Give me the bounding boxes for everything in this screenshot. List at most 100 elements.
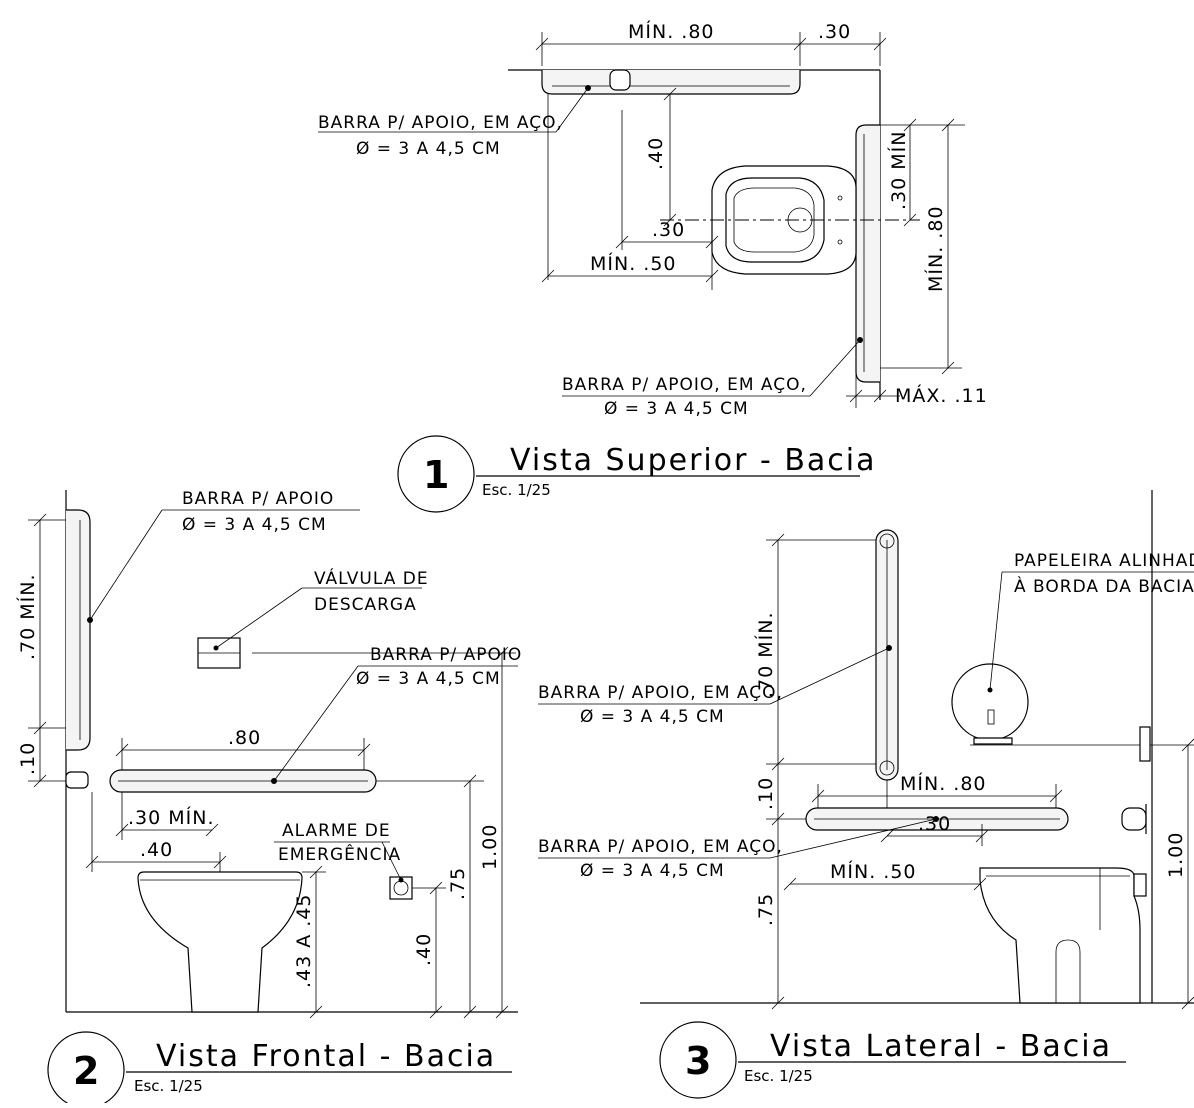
- view2-label1-line1: BARRA P/ APOIO: [182, 489, 334, 509]
- view2-flush-valve: [197, 637, 241, 669]
- view1-dim-max-11: MÁX. .11: [846, 372, 988, 408]
- view2-dim-text-9: 1.00: [479, 824, 501, 870]
- view1-number: 1: [423, 453, 449, 497]
- view2-toilet-front: [137, 871, 303, 1013]
- view2-label-grab-bar-horizontal: BARRA P/ APOIO Ø = 3 A 4,5 CM: [273, 645, 522, 782]
- view3-grab-bar-vertical: [875, 529, 899, 830]
- view3-title: Vista Lateral - Bacia: [770, 1029, 1112, 1064]
- view2-dim-text-5: .40: [140, 839, 173, 861]
- view1-dim-40: .40: [621, 87, 677, 250]
- view3-bar-end: [1121, 804, 1147, 834]
- view3-dim-text-3: MÍN. .80: [900, 772, 987, 795]
- view1-dim-min-50: MÍN. .50: [541, 230, 719, 290]
- view1-label2-line2: Ø = 3 A 4,5 CM: [604, 399, 749, 419]
- view1-label2-line1: BARRA P/ APOIO, EM AÇO,: [562, 375, 807, 395]
- view-2-front-view: .70 MÍN. .10 .80 .30 MÍN.: [16, 489, 522, 1108]
- view1-dim-text-7: MÍN. .80: [924, 205, 947, 292]
- view1-dim-30-mid: .30: [615, 219, 719, 249]
- view1-label-grab-bar-right: BARRA P/ APOIO, EM AÇO, Ø = 3 A 4,5 CM: [562, 339, 861, 419]
- view3-dim-100: 1.00: [1165, 738, 1194, 1010]
- view3-label3-line1: BARRA P/ APOIO, EM AÇO,: [538, 837, 783, 857]
- view3-title-block: 3 Vista Lateral - Bacia Esc. 1/25: [659, 1021, 1126, 1099]
- view1-label1-line2: Ø = 3 A 4,5 CM: [356, 139, 501, 159]
- view2-dim-text-4: .30 MÍN.: [128, 806, 215, 829]
- view2-dim-text-2: .10: [17, 742, 39, 775]
- view3-dim-75: .75: [755, 819, 785, 1010]
- view2-number-circle: [47, 1031, 125, 1108]
- view2-dim-30-min: .30 MÍN.: [115, 792, 219, 840]
- view3-dim-min-80: MÍN. .80: [811, 772, 1063, 808]
- view3-dim-10: .10: [755, 764, 806, 826]
- view1-label1-line1: BARRA P/ APOIO, EM AÇO,: [318, 113, 563, 133]
- view2-label-emergency-alarm: ALARME DE EMERGÊNCIA: [274, 821, 402, 881]
- view1-title-block: 1 Vista Superior - Bacia Esc. 1/25: [397, 435, 877, 513]
- view1-dim-text-6: .30 MÍN: [887, 131, 910, 210]
- view1-dim-min-80: MÍN. .80: [535, 20, 807, 66]
- view2-dim-80: .80: [115, 727, 371, 770]
- view1-scale: Esc. 1/25: [482, 481, 551, 499]
- view-3-side-view: .70 MÍN. .10 MÍN. .80 .30 MÍN.: [538, 490, 1194, 1099]
- view3-dim-text-1: .70 MÍN.: [754, 611, 777, 698]
- view3-label-grab-bar-vertical: BARRA P/ APOIO, EM AÇO, Ø = 3 A 4,5 CM: [538, 647, 890, 727]
- view2-title: Vista Frontal - Bacia: [156, 1039, 496, 1074]
- view3-number: 3: [685, 1039, 711, 1083]
- view3-wall-bracket: [1139, 726, 1151, 762]
- view1-dim-min-80-vert: MÍN. .80: [880, 118, 962, 375]
- view2-label2-line2: DESCARGA: [314, 595, 417, 615]
- view3-dim-70-min: .70 MÍN.: [754, 533, 876, 771]
- view2-dim-43-45: .43 A .45: [293, 865, 326, 1019]
- view2-dim-75: .75: [376, 774, 484, 1019]
- view2-label4-line1: ALARME DE: [282, 821, 391, 841]
- view-1-top-view: MÍN. .80 .30 .40 .30: [318, 20, 988, 513]
- view2-label-flush-valve: VÁLVULA DE DESCARGA: [215, 567, 429, 649]
- view1-number-circle: [397, 435, 475, 513]
- view3-dim-text-2: .10: [755, 777, 777, 810]
- view2-dim-text-7: .40: [413, 933, 435, 966]
- view1-dim-30-top: .30: [800, 21, 887, 66]
- view2-dim-10: .10: [17, 728, 66, 788]
- view2-label3-line1: BARRA P/ APOIO: [370, 645, 522, 665]
- view3-paper-holder: [951, 663, 1029, 745]
- view1-grab-bar-right: [855, 124, 880, 383]
- view2-dim-100: 1.00: [252, 646, 516, 1019]
- view3-dim-text-6: .75: [755, 893, 777, 926]
- view2-emergency-alarm: [389, 876, 413, 900]
- view1-toilet-top: [711, 165, 857, 275]
- view3-dim-text-5: MÍN. .50: [830, 860, 917, 883]
- view1-dim-text-3: .40: [645, 137, 667, 170]
- view1-dim-text-5: MÍN. .50: [590, 252, 677, 275]
- view2-dim-text-8: .75: [447, 867, 469, 900]
- view3-label2-line1: BARRA P/ APOIO, EM AÇO,: [538, 683, 783, 703]
- view1-title: Vista Superior - Bacia: [510, 443, 877, 478]
- view2-dim-40-h: .40: [85, 792, 227, 872]
- view3-scale: Esc. 1/25: [744, 1067, 813, 1085]
- view2-dim-text-6: .43 A .45: [293, 893, 315, 988]
- view2-number: 2: [73, 1049, 99, 1093]
- view2-title-block: 2 Vista Frontal - Bacia Esc. 1/25: [47, 1031, 512, 1108]
- view1-dim-30-min: .30 MÍN: [880, 118, 965, 227]
- view3-label2-line2: Ø = 3 A 4,5 CM: [580, 707, 725, 727]
- view1-dim-text-1: MÍN. .80: [628, 20, 715, 43]
- view3-dim-min-50: MÍN. .50: [783, 860, 987, 891]
- view2-label2-line1: VÁLVULA DE: [314, 567, 429, 589]
- view2-dim-text-3: .80: [228, 727, 261, 749]
- view1-dim-text-8: MÁX. .11: [895, 384, 988, 407]
- view2-dim-40-v: .40: [412, 881, 446, 1019]
- view3-number-circle: [659, 1021, 737, 1099]
- view1-dim-text-4: .30: [652, 219, 685, 241]
- view3-dim-text-7: 1.00: [1165, 832, 1187, 878]
- view1-dim-text-2: .30: [818, 21, 851, 43]
- view1-label-grab-bar-top: BARRA P/ APOIO, EM AÇO, Ø = 3 A 4,5 CM: [318, 87, 589, 159]
- view1-grab-bar-top: [541, 69, 801, 95]
- view3-label1-line1: PAPELEIRA ALINHADA: [1014, 551, 1194, 571]
- view3-label1-line2: À BORDA DA BACIA: [1014, 575, 1194, 597]
- view2-label4-line2: EMERGÊNCIA: [278, 843, 401, 865]
- view2-label1-line2: Ø = 3 A 4,5 CM: [182, 515, 327, 535]
- view2-label-grab-bar-vertical: BARRA P/ APOIO Ø = 3 A 4,5 CM: [89, 489, 360, 621]
- view3-dim-text-4: .30: [918, 813, 951, 835]
- view3-label3-line2: Ø = 3 A 4,5 CM: [580, 861, 725, 881]
- view3-label-paper-holder: PAPELEIRA ALINHADA À BORDA DA BACIA: [989, 551, 1194, 691]
- view3-dim-30: .30: [880, 813, 989, 846]
- view2-grab-bar-horizontal: [109, 769, 377, 793]
